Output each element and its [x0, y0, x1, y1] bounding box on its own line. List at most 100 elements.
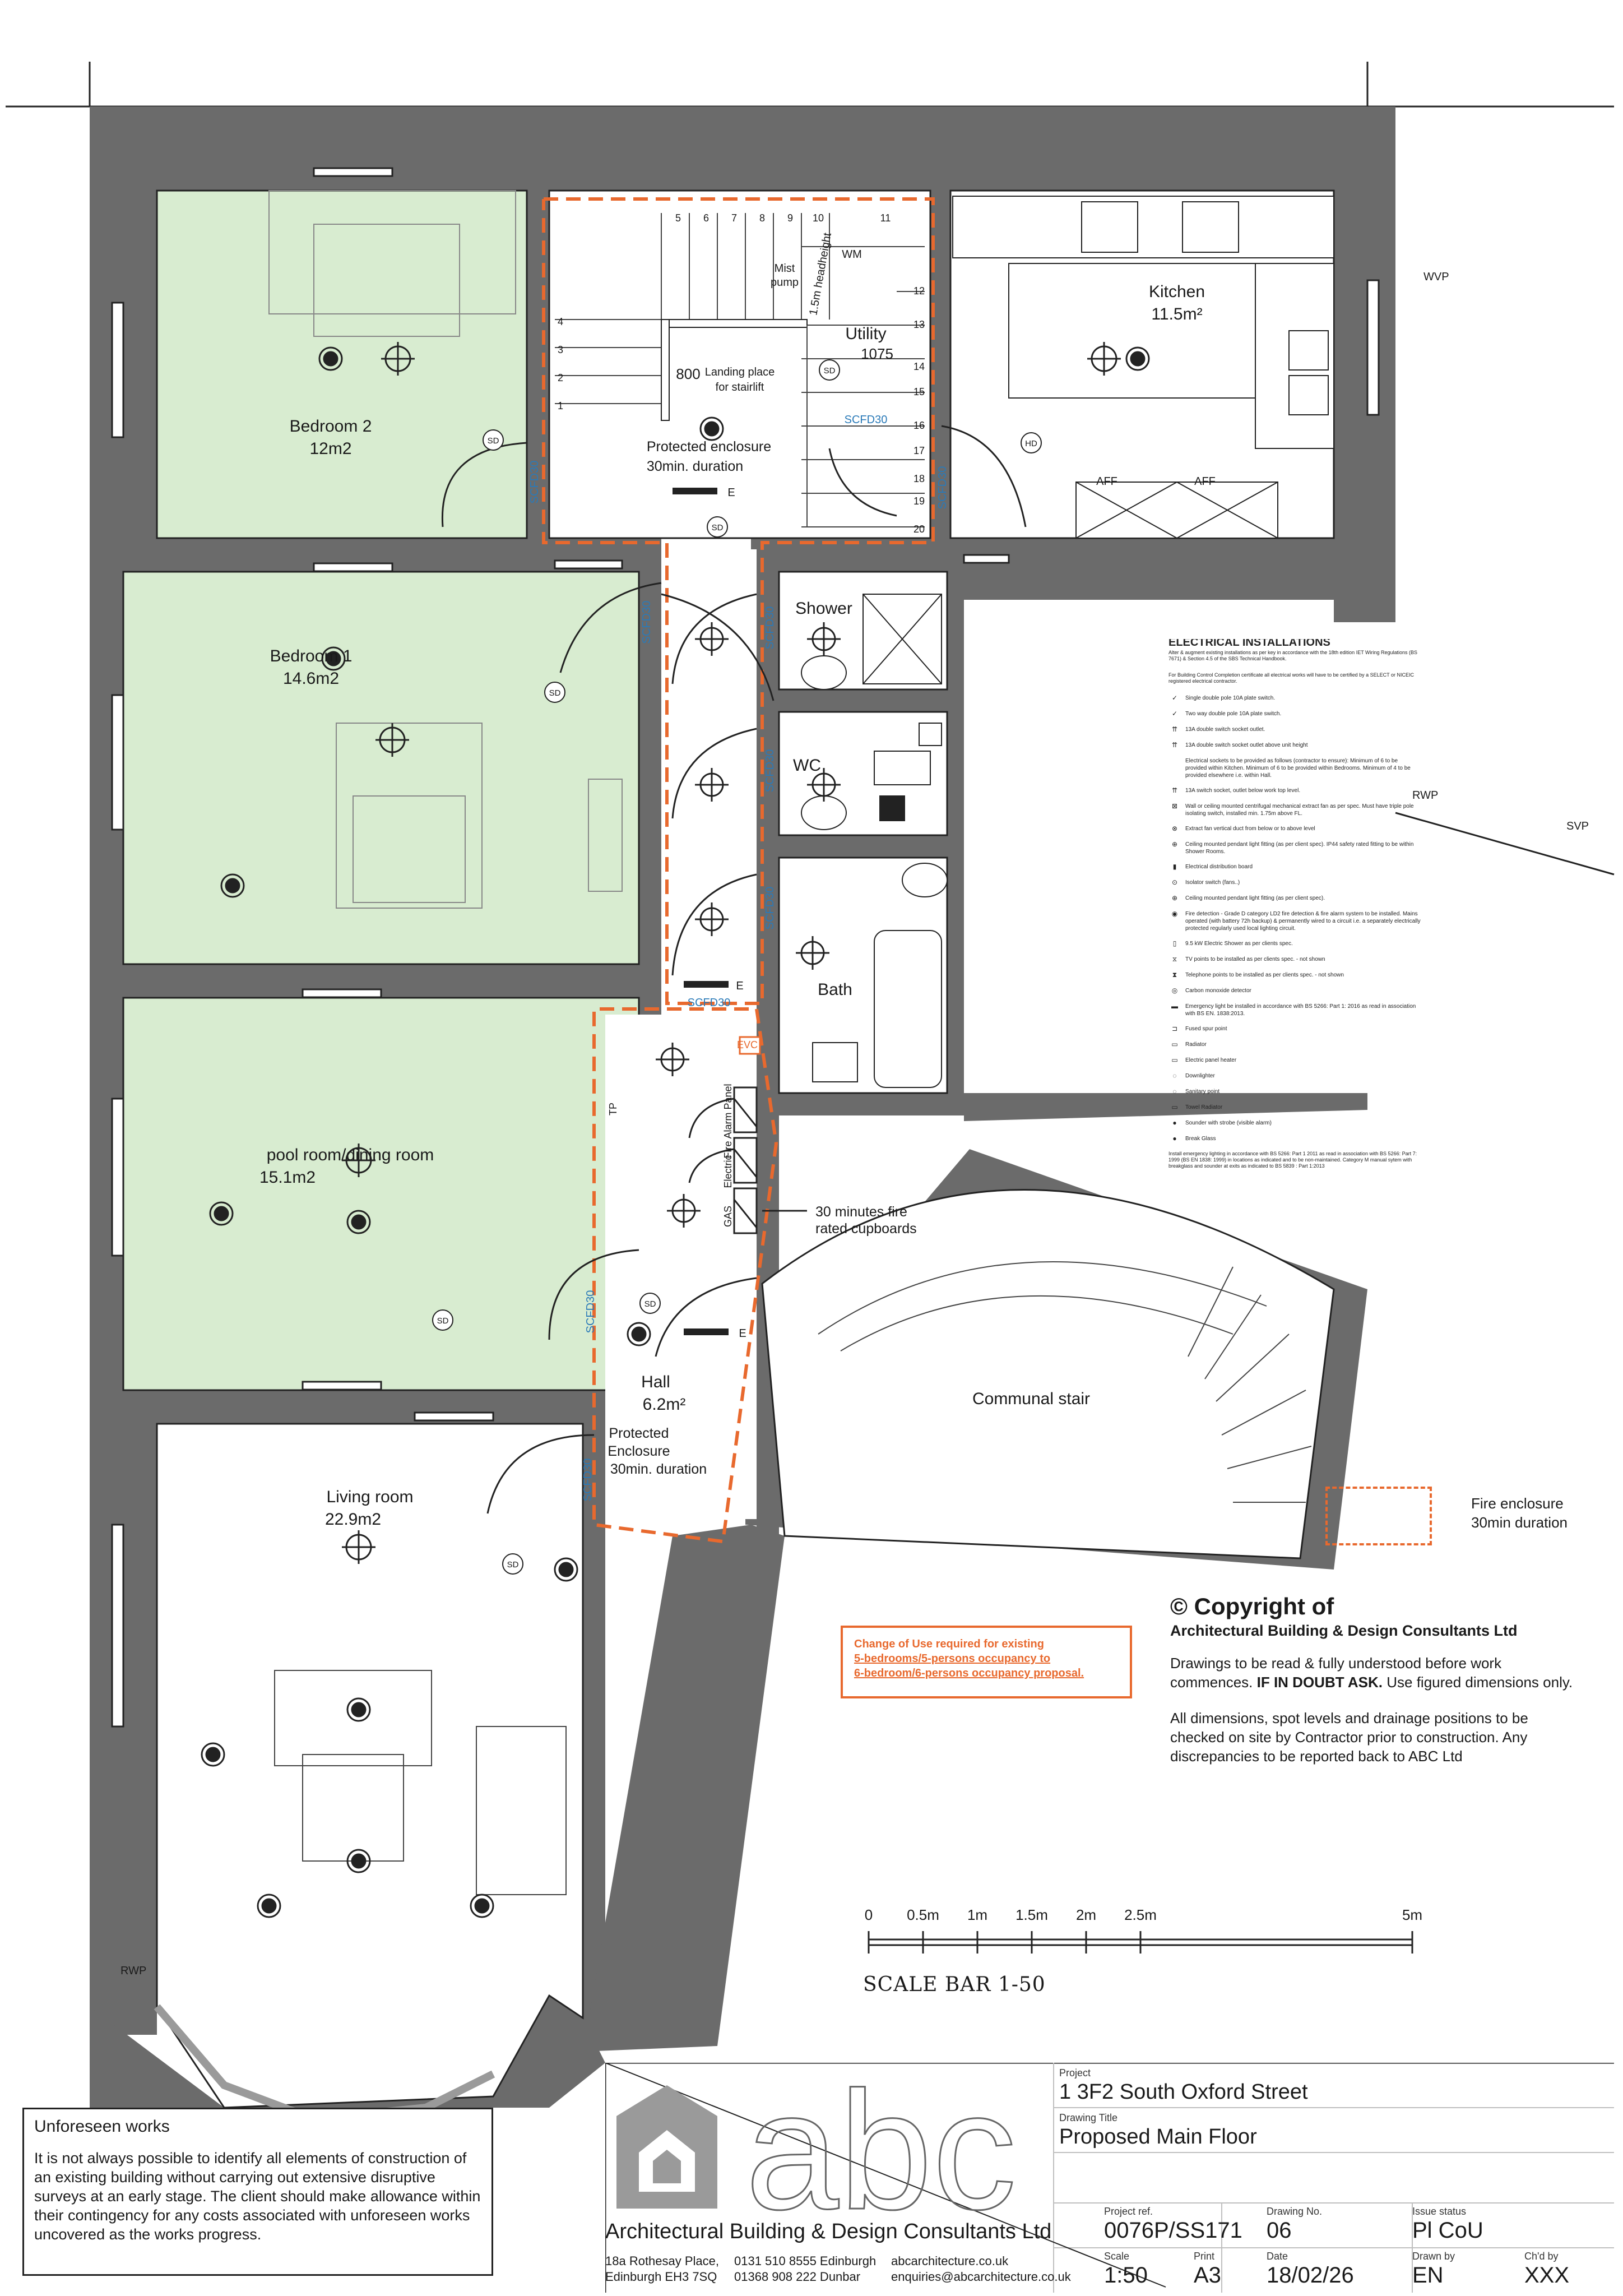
legend-item-text: Electrical distribution board — [1185, 864, 1253, 870]
legend-symbol-icon: ◌ — [1172, 1072, 1177, 1080]
unforeseen-works-box: Unforeseen works It is not always possib… — [22, 2108, 493, 2276]
stair-step-number: 11 — [880, 212, 891, 224]
sanitary-fittings — [801, 594, 948, 1088]
door-label-hall: SCFD30 — [688, 997, 731, 1009]
legend-item-text: Telephone points to be installed as per … — [1185, 972, 1344, 978]
title-block: Project 1 3F2 South Oxford Street Drawin… — [605, 2063, 1603, 2288]
rwp-label-1: RWP — [1412, 789, 1438, 802]
bedroom-2-area: 12m2 — [309, 439, 351, 458]
dimension-800: 800 — [676, 365, 700, 382]
scale-label: Scale — [1104, 2251, 1130, 2262]
legend-intro: Alter & augment existing installations a… — [1168, 650, 1418, 661]
detector-markers: SD SD SD SD SD SD SD HD E E E — [432, 359, 1042, 1575]
legend-item-text: Electrical sockets to be provided as fol… — [1185, 758, 1411, 779]
unforeseen-works-body: It is not always possible to identify al… — [34, 2150, 481, 2243]
door-label-bedroom1: SCFD30 — [641, 601, 653, 644]
date-label: Date — [1267, 2251, 1288, 2262]
stair-step-number: 2 — [558, 372, 563, 383]
communal-stair-treads — [818, 1261, 1312, 1503]
copyright-paragraph-1: Drawings to be read & fully understood b… — [1170, 1654, 1585, 1692]
furniture — [268, 190, 623, 1895]
shower-name: Shower — [795, 599, 852, 618]
stair-step-number: 15 — [913, 386, 925, 397]
kitchen-name: Kitchen — [1149, 283, 1205, 301]
legend-item-text: Towel Radiator — [1185, 1104, 1223, 1110]
legend-symbol-icon: ⊐ — [1171, 1025, 1178, 1033]
legend-symbol-icon — [1168, 757, 1181, 765]
pool-room-floor — [122, 997, 640, 1391]
protected-enclosure-duration: 30min. duration — [647, 459, 743, 474]
wvp-label: WVP — [1423, 271, 1449, 283]
hall-enclosure-label-2: Enclosure — [608, 1443, 670, 1459]
address-phone: 0131 510 8555 Edinburgh 01368 908 222 Du… — [734, 2253, 876, 2285]
legend-item-text: Emergency light be installed in accordan… — [1185, 1003, 1416, 1017]
legend-item: ▭Towel Radiator — [1168, 1104, 1421, 1112]
scale-bar-tick-label: 1m — [967, 1906, 987, 1923]
drawing-title-cell: Drawing Title Proposed Main Floor — [1059, 2112, 1257, 2150]
date-value: 18/02/26 — [1267, 2263, 1354, 2288]
drawing-no-cell: Drawing No. 06 — [1267, 2206, 1322, 2243]
project-ref-value: 0076P/SS171 — [1104, 2218, 1242, 2243]
address-web-line-1: abcarchitecture.co.uk — [891, 2254, 1009, 2268]
hall-enclosure-label-3: 30min. duration — [610, 1461, 707, 1477]
legend-item-text: Electric panel heater — [1185, 1057, 1237, 1063]
legend-symbol-icon: ⧗ — [1172, 971, 1177, 979]
pool-room-area: 15.1m2 — [259, 1168, 316, 1187]
bedroom-1-area: 14.6m2 — [283, 669, 339, 688]
fire-enclosure-outlines — [542, 197, 935, 1544]
print-cell: Print A3 — [1194, 2251, 1221, 2288]
mist-pump-label-2: pump — [771, 276, 799, 289]
issue-status-value: Pl CoU — [1412, 2218, 1483, 2243]
legend-item: ⊐Fused spur point — [1168, 1025, 1421, 1033]
door-label-bath: SCFD30 — [764, 887, 776, 930]
gas-cupboard-label: GAS — [722, 1206, 734, 1227]
door-label-bedroom2: SCFD30 — [528, 461, 541, 504]
legend-item: ◉Fire detection - Grade D category LD2 f… — [1168, 910, 1421, 932]
cupboards-label-1: 30 minutes fire — [815, 1204, 907, 1220]
address-web: abcarchitecture.co.uk enquiries@abcarchi… — [891, 2253, 1071, 2285]
communal-stair-floor — [761, 1188, 1335, 1559]
legend-item: ◎Carbon monoxide detector — [1168, 987, 1421, 995]
project-ref-label: Project ref. — [1104, 2206, 1153, 2217]
aff-label-2: AFF — [1194, 475, 1216, 488]
abc-house-logo — [616, 2085, 717, 2209]
legend-symbol-icon: ▭ — [1171, 1056, 1178, 1064]
legend-symbol-icon: ● — [1172, 1119, 1177, 1127]
site-boundary-line — [1395, 812, 1615, 876]
address-phone-line-2: 01368 908 222 Dunbar — [734, 2270, 861, 2284]
legend-intro-2: For Building Control Completion certific… — [1168, 672, 1415, 684]
drawing-no-value: 06 — [1267, 2218, 1292, 2243]
scale-bar-tick-label: 2.5m — [1124, 1906, 1157, 1923]
legend-symbol-icon: ⧖ — [1172, 955, 1177, 963]
legend-item: ▭ Electric panel heater — [1168, 1057, 1421, 1064]
washing-machine-label: WM — [842, 248, 862, 261]
stair-step-number: 5 — [675, 212, 681, 224]
legend-item-text: Ceiling mounted pendant light fitting (a… — [1185, 895, 1325, 901]
legend-item-text: TV points to be installed as per clients… — [1185, 956, 1325, 962]
copyright-p1-a: Drawings to be read & fully understood b… — [1170, 1655, 1502, 1691]
legend-item-text: Extract fan vertical duct from below or … — [1185, 826, 1315, 832]
legend-item: ⊗Extract fan vertical duct from below or… — [1168, 825, 1421, 833]
legend-symbol-icon: ✓ — [1171, 694, 1178, 702]
legend-notes: Install emergency lighting in accordance… — [1168, 1151, 1417, 1169]
address-phone-line-1: 0131 510 8555 Edinburgh — [734, 2254, 877, 2268]
fire-enclosure-key-line-1: Fire enclosure — [1471, 1495, 1564, 1512]
date-cell: Date 18/02/26 — [1267, 2251, 1354, 2288]
legend-symbol-icon: ▯ — [1172, 939, 1177, 947]
stair-step-number: 16 — [913, 420, 925, 431]
door-label-utility: SCFD30 — [845, 414, 888, 426]
legend-symbol-icon: ⊠ — [1171, 802, 1178, 810]
living-room-area: 22.9m2 — [325, 1510, 381, 1529]
svp-label: SVP — [1566, 820, 1589, 832]
legend-item: ✓Two way double pole 10A plate switch. — [1168, 710, 1421, 718]
legend-symbol-icon: ⊙ — [1171, 878, 1178, 886]
checked-by-label: Ch'd by — [1524, 2251, 1559, 2262]
smoke-detector-label: SD — [712, 523, 724, 533]
legend-symbol-icon: ● — [1172, 1135, 1177, 1142]
legend-symbol-icon: ⊕ — [1171, 840, 1178, 848]
legend-item-text: Wall or ceiling mounted centrifugal mech… — [1185, 803, 1414, 817]
fire-enclosure-key-label: Fire enclosure 30min duration — [1471, 1494, 1568, 1532]
aff-label-1: AFF — [1096, 475, 1117, 488]
legend-item: ⧗ Telephone points to be installed as per… — [1168, 971, 1421, 979]
